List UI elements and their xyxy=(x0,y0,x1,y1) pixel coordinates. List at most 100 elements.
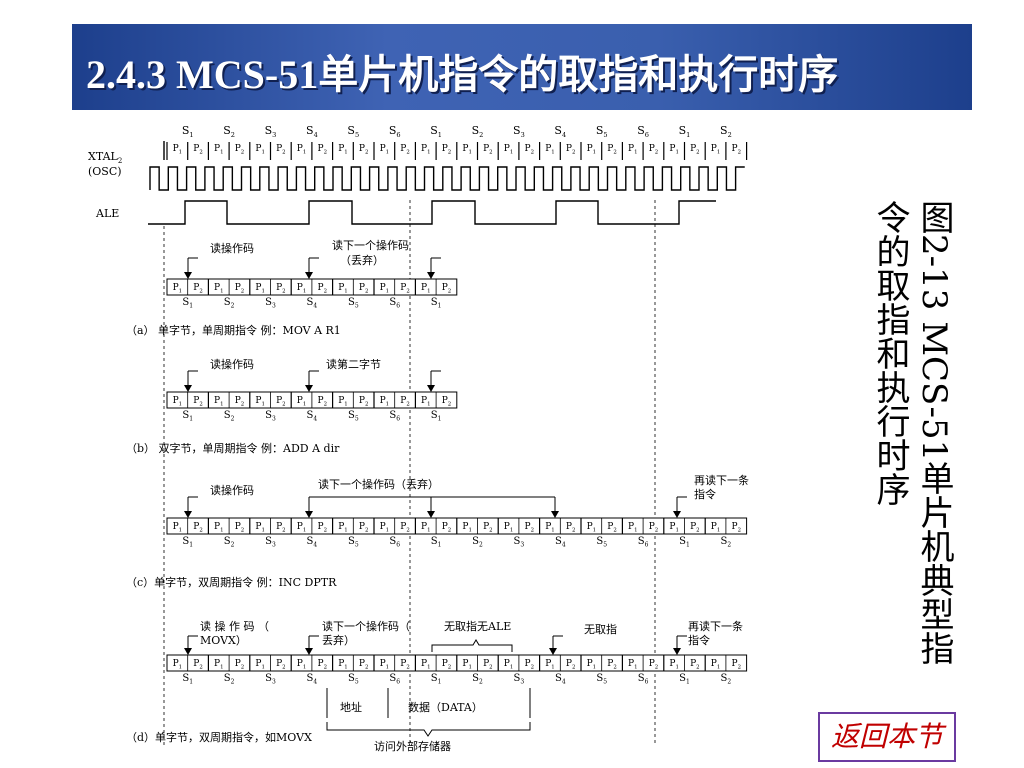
panel-d-arrow-1-head xyxy=(184,648,192,655)
panel-c-bar-phase-label: P2 xyxy=(193,522,203,533)
header-phase-label: P2 xyxy=(400,144,410,155)
panel-c-bar-phase-label: P2 xyxy=(607,522,617,533)
panel-c-bar-phase-label: P1 xyxy=(214,522,224,533)
panel-c-bar-state-label: S2 xyxy=(224,536,235,549)
panel-b-caption: （b） 双字节，单周期指令 例：ADD A dir xyxy=(126,441,340,455)
panel-d-note: 无取指 xyxy=(584,622,617,636)
panel-d-bar-phase-label: P2 xyxy=(193,659,203,670)
header-state-label: S1 xyxy=(182,124,194,139)
panel-a-bar-phase-label: P2 xyxy=(442,283,452,294)
panel-b-bar-phase-label: P2 xyxy=(235,396,245,407)
panel-a-bar-state-label: S4 xyxy=(307,297,318,310)
panel-b-bar-phase-label: P2 xyxy=(442,396,452,407)
panel-c-bar-phase-label: P2 xyxy=(400,522,410,533)
panel-c-bar-phase-label: P1 xyxy=(545,522,555,533)
header-phase-label: P2 xyxy=(442,144,452,155)
header-phase-label: P2 xyxy=(566,144,576,155)
panel-d-arrow-4-head xyxy=(673,648,681,655)
header-state-label: S3 xyxy=(265,124,277,139)
panel-b-arrow-1-head xyxy=(184,385,192,392)
header-state-label: S1 xyxy=(679,124,691,139)
panel-a-bar-state-label: S1 xyxy=(182,297,193,310)
panel-d-bar-state-label: S6 xyxy=(389,673,400,686)
panel-c-bar-phase-label: P1 xyxy=(587,522,597,533)
panel-d-bar-phase-label: P2 xyxy=(276,659,286,670)
panel-c-bar-phase-label: P1 xyxy=(421,522,431,533)
panel-d-bar-state-label: S5 xyxy=(348,673,359,686)
panel-b-bar-phase-label: P2 xyxy=(400,396,410,407)
panel-c-bar-phase-label: P2 xyxy=(649,522,659,533)
panel-d-bar-state-label: S2 xyxy=(472,673,483,686)
panel-c-bar-state-label: S1 xyxy=(679,536,690,549)
panel-b-bar-state-label: S1 xyxy=(182,410,193,423)
panel-a-bar-state-label: S6 xyxy=(389,297,400,310)
return-section-button[interactable]: 返回本节 xyxy=(818,712,956,762)
header-phase-label: P1 xyxy=(338,144,348,155)
panel-c-bar-state-label: S4 xyxy=(555,536,566,549)
panel-d-bar-state-label: S1 xyxy=(182,673,193,686)
panel-b-note: 读第二字节 xyxy=(326,357,381,371)
panel-d-bar-phase-label: P2 xyxy=(359,659,369,670)
panel-d-bar-phase-label: P1 xyxy=(669,659,679,670)
panel-d-bar-phase-label: P1 xyxy=(711,659,721,670)
panel-d-bar-state-label: S6 xyxy=(638,673,649,686)
panel-d-bar-phase-label: P1 xyxy=(173,659,183,670)
panel-d-bar-state-label: S2 xyxy=(721,673,732,686)
panel-c-bar-phase-label: P1 xyxy=(504,522,514,533)
panel-a-bar-state-label: S3 xyxy=(265,297,276,310)
header-phase-label: P1 xyxy=(545,144,555,155)
panel-a-bar-phase-label: P1 xyxy=(380,283,390,294)
ale-label: ALE xyxy=(95,207,119,220)
panel-b-bar-state-label: S6 xyxy=(389,410,400,423)
header-state-label: S4 xyxy=(306,124,318,139)
header-phase-label: P1 xyxy=(421,144,431,155)
header-phase-label: P1 xyxy=(214,144,224,155)
header-phase-label: P2 xyxy=(525,144,535,155)
panel-d-note: 无取指无ALE xyxy=(444,619,511,633)
header-state-label: S5 xyxy=(596,124,608,139)
panel-c-bar-state-label: S6 xyxy=(638,536,649,549)
panel-b-bar-state-label: S4 xyxy=(307,410,318,423)
panel-d-bar-state-label: S4 xyxy=(555,673,566,686)
header-phase-label: P1 xyxy=(628,144,638,155)
panel-a-bar-phase-label: P2 xyxy=(276,283,286,294)
ale-waveform xyxy=(148,200,716,225)
panel-c-bar-phase-label: P2 xyxy=(442,522,452,533)
panel-a-bar-phase-label: P2 xyxy=(235,283,245,294)
panel-b-bar-phase-label: P1 xyxy=(255,396,265,407)
panel-c-bar-state-label: S4 xyxy=(307,536,318,549)
panel-d-bar-state-label: S1 xyxy=(431,673,442,686)
header-phase-label: P2 xyxy=(359,144,369,155)
header-state-label: S6 xyxy=(389,124,401,139)
panel-a-bar-phase-label: P1 xyxy=(297,283,307,294)
panel-b-bar-phase-label: P1 xyxy=(338,396,348,407)
panel-c-bar-phase-label: P2 xyxy=(359,522,369,533)
panel-d-bar-phase-label: P2 xyxy=(732,659,742,670)
panel-a-arrow-3-head xyxy=(427,272,435,279)
panel-d-bar-phase-label: P1 xyxy=(504,659,514,670)
panel-d-bar-phase-label: P2 xyxy=(318,659,328,670)
panel-a-bar-phase-label: P1 xyxy=(255,283,265,294)
header-phase-label: P1 xyxy=(297,144,307,155)
header-state-label: S5 xyxy=(347,124,359,139)
header-phase-label: P2 xyxy=(276,144,286,155)
panel-b-bar-phase-label: P2 xyxy=(359,396,369,407)
header-state-label: S2 xyxy=(223,124,235,139)
panel-b-arrow-2-head xyxy=(305,385,313,392)
panel-b-bar-phase-label: P1 xyxy=(297,396,307,407)
panel-a-bar-state-label: S5 xyxy=(348,297,359,310)
header-state-label: S6 xyxy=(637,124,649,139)
panel-d-bus-address: 地址 xyxy=(340,700,362,714)
panel-d-note: 指令 xyxy=(688,633,710,647)
panel-a-bar-state-label: S1 xyxy=(431,297,442,310)
panel-a-bar-phase-label: P2 xyxy=(400,283,410,294)
panel-a-bar-phase-label: P1 xyxy=(338,283,348,294)
panel-c-caption: （c）单字节，双周期指令 例：INC DPTR xyxy=(126,575,337,589)
panel-b-bar-phase-label: P1 xyxy=(214,396,224,407)
panel-c-bar-phase-label: P2 xyxy=(566,522,576,533)
panel-a-note: 读下一个操作码 xyxy=(332,238,409,252)
panel-d-bar-phase-label: P1 xyxy=(255,659,265,670)
panel-d-bar-phase-label: P2 xyxy=(649,659,659,670)
panel-d-bottom-brace xyxy=(326,722,531,737)
